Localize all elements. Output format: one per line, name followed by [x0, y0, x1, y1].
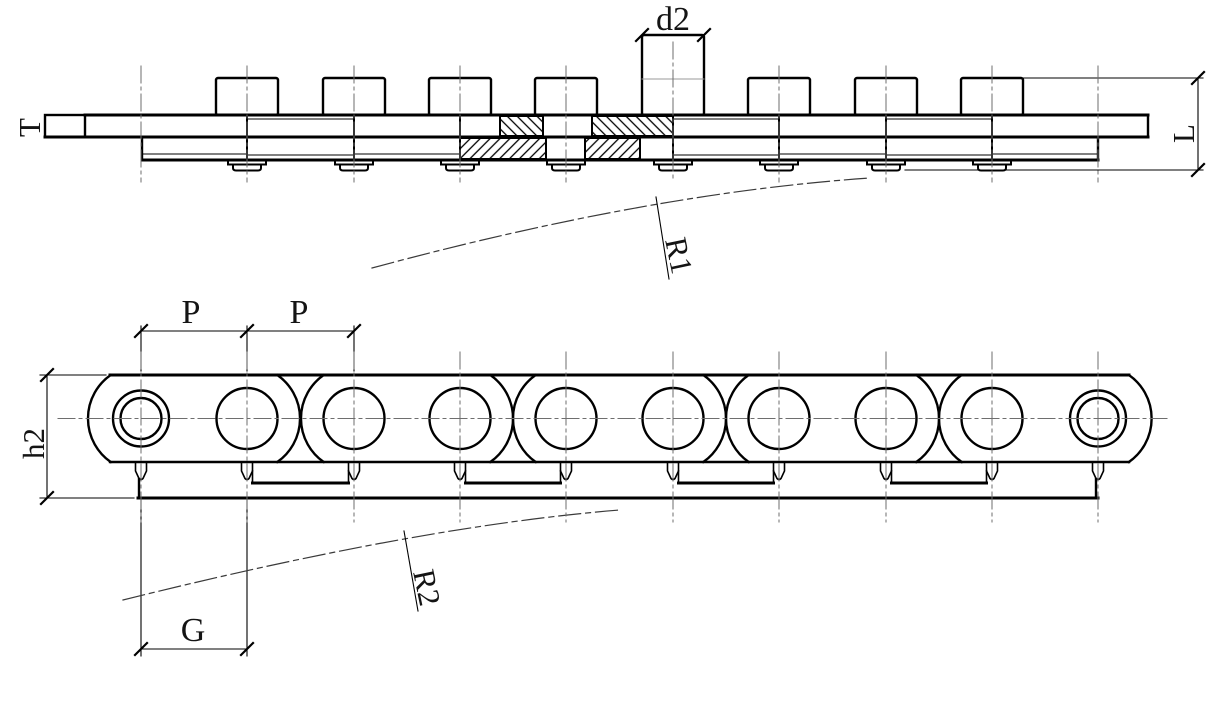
dimension-label-p-left: P	[182, 294, 201, 331]
dimension-label-h2: h2	[16, 428, 51, 459]
radius-callout-r1: R1	[371, 177, 871, 280]
radius-callout-r2: R2	[122, 509, 621, 612]
attachment-lugs	[214, 33, 1025, 117]
pins-and-lower-edges	[134, 461, 1105, 500]
dimension-l: L	[904, 70, 1206, 178]
dimension-label-t: T	[12, 118, 47, 137]
rivet-tabs	[227, 159, 1012, 172]
inner-plate-cap	[299, 373, 326, 464]
dimension-label-l: L	[1166, 124, 1201, 143]
dimension-h2: h2	[16, 367, 135, 506]
dimension-g: G	[133, 499, 255, 657]
dimension-label-g: G	[181, 612, 206, 649]
dimension-d2: d2	[634, 1, 712, 43]
dimension-label-p-right: P	[290, 294, 309, 331]
r1-arc	[371, 177, 871, 269]
dimension-t: T	[12, 118, 47, 137]
end-pin-link	[43, 113, 87, 139]
radius-label-r2: R2	[406, 566, 448, 609]
radius-label-r1: R1	[658, 234, 700, 277]
centerlines	[57, 41, 1171, 523]
section-hatch	[459, 115, 674, 160]
r2-arc	[122, 509, 621, 601]
dimension-label-d2: d2	[656, 1, 690, 38]
side-view	[43, 33, 1150, 172]
